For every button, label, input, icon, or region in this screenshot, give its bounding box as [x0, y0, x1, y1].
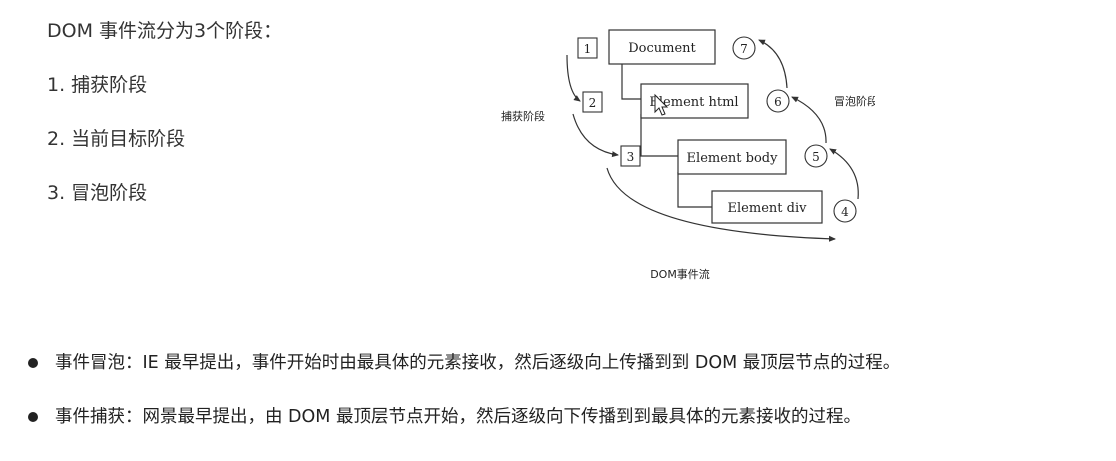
node-document-label: Document — [628, 41, 696, 56]
node-document: Document — [608, 29, 716, 65]
svg-text:4: 4 — [841, 205, 849, 219]
node-html-label: Element html — [649, 95, 738, 110]
tree-connectors — [621, 64, 712, 208]
bullet-dot — [28, 412, 38, 422]
phase-capture: 1. 捕获阶段 — [47, 74, 148, 96]
svg-text:2: 2 — [589, 96, 597, 110]
phase-target: 2. 当前目标阶段 — [47, 128, 186, 150]
bubble-phase-label: 冒泡阶段 — [834, 94, 875, 108]
bubble-arrows — [758, 39, 859, 200]
definition-list: 事件冒泡：IE 最早提出，事件开始时由最具体的元素接收，然后逐级向上传播到到 D… — [28, 349, 900, 457]
node-body-label: Element body — [687, 151, 779, 166]
node-body: Element body — [677, 139, 787, 175]
svg-text:3: 3 — [627, 150, 635, 164]
bubble-step-5: 5 — [804, 144, 828, 168]
mouse-cursor-icon — [654, 93, 669, 116]
capture-step-1: 1 — [577, 37, 598, 59]
node-div-label: Element div — [728, 201, 808, 216]
bubble-step-7: 7 — [732, 36, 756, 60]
diagram-caption: DOM事件流 — [650, 267, 710, 281]
capture-phase-label: 捕获阶段 — [501, 109, 545, 123]
node-html: Element html — [640, 83, 749, 119]
svg-text:7: 7 — [740, 42, 748, 56]
bubble-step-6: 6 — [766, 89, 790, 113]
definition-capturing-text: 事件捕获：网景最早提出，由 DOM 最顶层节点开始，然后逐级向下传播到到最具体的… — [55, 407, 861, 427]
capture-step-2: 2 — [582, 91, 603, 113]
definition-bubbling-text: 事件冒泡：IE 最早提出，事件开始时由最具体的元素接收，然后逐级向上传播到到 D… — [55, 353, 901, 373]
capture-arrows — [566, 54, 619, 158]
definition-bubbling: 事件冒泡：IE 最早提出，事件开始时由最具体的元素接收，然后逐级向上传播到到 D… — [28, 349, 900, 377]
heading: DOM 事件流分为3个阶段： — [47, 20, 283, 42]
definition-capturing: 事件捕获：网景最早提出，由 DOM 最顶层节点开始，然后逐级向下传播到到最具体的… — [28, 403, 900, 431]
phase-list: 1. 捕获阶段 2. 当前目标阶段 3. 冒泡阶段 — [47, 71, 185, 233]
node-div: Element div — [711, 190, 823, 224]
svg-text:5: 5 — [812, 150, 820, 164]
event-flow-sweep — [606, 167, 836, 242]
dom-event-flow-diagram: Document Element html Element body Eleme… — [501, 29, 875, 281]
bullet-dot — [28, 358, 38, 368]
capture-step-3: 3 — [620, 145, 641, 167]
bubble-step-4: 4 — [833, 199, 857, 223]
svg-text:1: 1 — [584, 42, 592, 56]
phase-bubble: 3. 冒泡阶段 — [47, 182, 148, 204]
svg-text:6: 6 — [774, 95, 782, 109]
